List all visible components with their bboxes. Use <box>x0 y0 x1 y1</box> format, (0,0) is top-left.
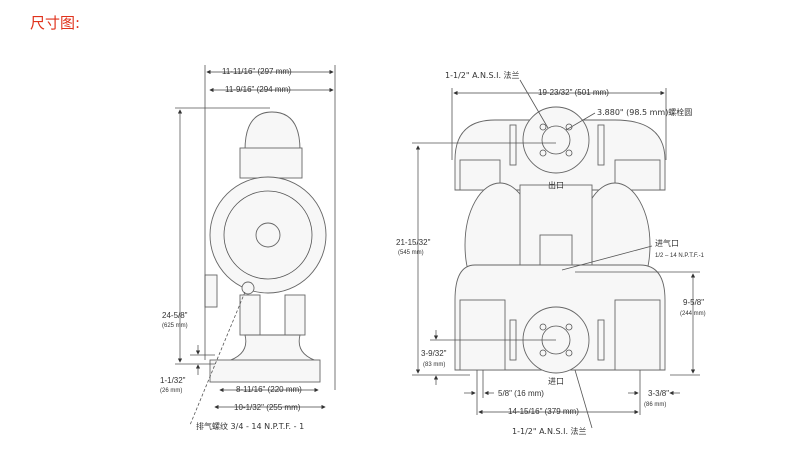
dim-height: 24-5/8" <box>162 311 188 320</box>
air-inlet-label: 进气口 <box>655 238 679 248</box>
dim-front-height-mm: (545 mm) <box>398 250 424 256</box>
dim-width-inner: 11-9/16" (294 mm) <box>225 85 291 94</box>
dim-height-mm: (625 mm) <box>162 323 188 329</box>
dim-foot-span: 14-15/16" (379 mm) <box>508 407 579 416</box>
exhaust-label: 排气螺纹 3/4 - 14 N.P.T.F. - 1 <box>196 421 304 431</box>
dim-foot-offset-mm: (86 mm) <box>644 402 666 408</box>
dim-width-overall: 11-11/16" (297 mm) <box>222 67 292 76</box>
front-view-dimensions: 1-1/2" A.N.S.I. 法兰 19-23/32" (501 mm) 3.… <box>396 70 706 436</box>
dim-foot-width: 5/8" (16 mm) <box>498 389 544 398</box>
inlet-label: 进口 <box>548 377 564 386</box>
dim-front-height: 21-15/32" <box>396 238 431 247</box>
dim-foot-offset: 3-3/8" <box>648 389 669 398</box>
outlet-label: 出口 <box>548 180 564 190</box>
bottom-flange-label: 1-1/2" A.N.S.I. 法兰 <box>512 426 587 436</box>
dim-base-height: 1-1/32" <box>160 376 186 385</box>
side-view-dimensions: 11-11/16" (297 mm) 11-9/16" (294 mm) 24-… <box>160 65 336 431</box>
side-view-pump <box>204 111 327 383</box>
dim-base-height-mm: (26 mm) <box>160 388 182 394</box>
top-flange-label: 1-1/2" A.N.S.I. 法兰 <box>445 70 520 80</box>
bolt-circle-label: 3.880" (98.5 mm)螺栓圆 <box>597 107 692 117</box>
dim-inlet-height: 3-9/32" <box>421 349 447 358</box>
dim-base-outer: 10-1/32" (255 mm) <box>234 403 301 412</box>
front-view-pump <box>454 106 666 374</box>
dim-air-height: 9-5/8" <box>683 298 704 307</box>
dim-front-width: 19-23/32" (501 mm) <box>538 88 609 97</box>
dim-base-inner: 8-11/16" (220 mm) <box>236 385 302 394</box>
page-title: 尺寸图: <box>30 14 81 32</box>
dim-inlet-height-mm: (83 mm) <box>423 362 445 368</box>
dim-air-height-mm: (244 mm) <box>680 311 706 317</box>
air-inlet-thread: 1/2 – 14 N.P.T.F.-1 <box>655 253 705 259</box>
